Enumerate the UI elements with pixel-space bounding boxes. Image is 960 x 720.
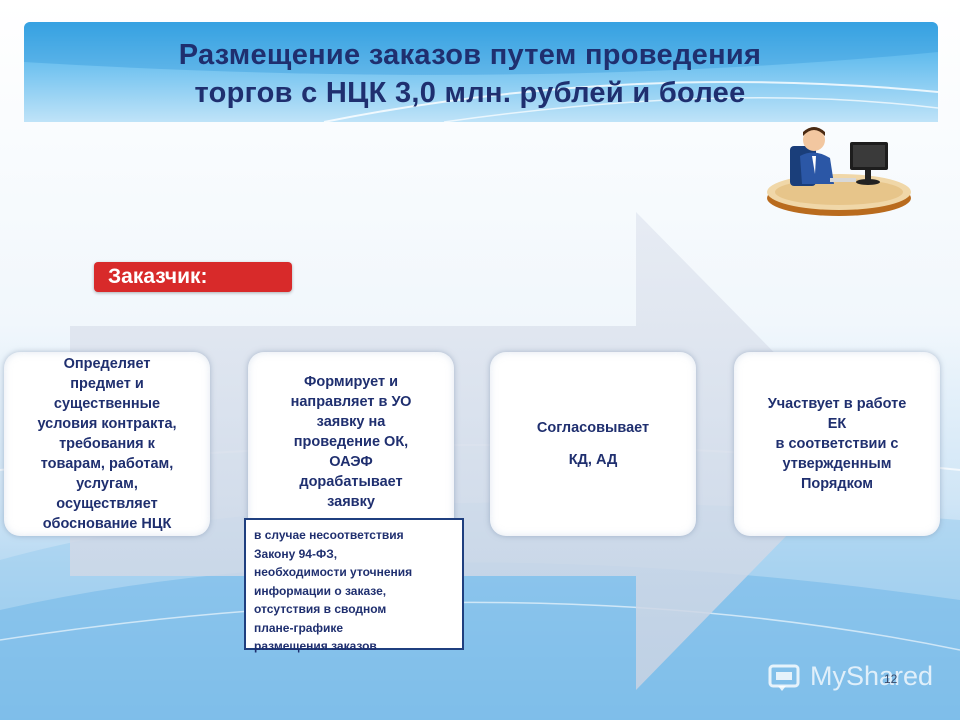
card-line: дорабатывает xyxy=(299,474,403,490)
title-line-2: торгов с НЦК 3,0 млн. рублей и более xyxy=(194,77,746,109)
note-line: размещения заказов xyxy=(254,639,377,653)
card-line xyxy=(537,438,649,450)
step-card-approve: Согласовывает КД, АД xyxy=(490,352,696,536)
title-band-swoosh xyxy=(24,22,938,122)
role-label-customer: Заказчик: xyxy=(94,262,292,292)
watermark: MyShared xyxy=(768,656,948,696)
note-line: необходимости уточнения xyxy=(254,565,413,579)
note-line: в случае несоответствия xyxy=(254,528,404,542)
step-card-form-request: Формирует и направляет в УО заявку на пр… xyxy=(248,352,454,536)
card-line: обоснование НЦК xyxy=(42,516,172,532)
card-line: ЕК xyxy=(827,416,847,432)
card-line: Определяет xyxy=(63,356,151,372)
card-line: Согласовывает xyxy=(536,420,650,436)
card-line: КД, АД xyxy=(568,452,618,468)
card-line: предмет и xyxy=(70,376,144,392)
card-line: существенные xyxy=(53,396,161,412)
card-line: проведение ОК, xyxy=(293,434,409,450)
card-line: осуществляет xyxy=(56,496,158,512)
card-line: заявку xyxy=(327,494,375,510)
card-line: в соответствии с xyxy=(775,436,899,452)
card-line: условия контракта, xyxy=(37,416,177,432)
title-line-1: Размещение заказов путем проведения xyxy=(178,39,762,71)
step-card-participate: Участвует в работе ЕК в соответствии с у… xyxy=(734,352,940,536)
card-line: Порядком xyxy=(800,476,874,492)
note-line: отсутствия в сводном xyxy=(254,602,387,616)
card-line: ОАЭФ xyxy=(329,454,373,470)
office-worker-icon xyxy=(767,127,911,216)
card-line: направляет в УО xyxy=(290,394,412,410)
card-line: товарам, работам, xyxy=(40,456,174,472)
slide-title: Размещение заказов путем проведения торг… xyxy=(0,36,940,112)
note-line: информации о заказе, xyxy=(254,583,387,598)
note-line: Закону 94-ФЗ, xyxy=(254,546,338,561)
revision-condition-note: в случае несоответствия Закону 94-ФЗ, не… xyxy=(244,518,464,653)
myshared-logo-icon xyxy=(768,664,800,691)
card-line: Формирует и xyxy=(304,374,398,390)
watermark-text: MyShared xyxy=(810,661,934,691)
step-card-define-subject: Определяет предмет и существенные услови… xyxy=(4,352,210,536)
card-line: услугам, xyxy=(76,476,138,492)
note-line: плане-графике xyxy=(254,620,344,635)
page-number: 12 xyxy=(884,672,898,686)
card-line: требования к xyxy=(59,436,155,452)
card-line: Участвует в работе xyxy=(767,396,907,412)
title-band xyxy=(24,22,938,122)
card-line: заявку на xyxy=(316,414,386,430)
card-line: утвержденным xyxy=(782,456,892,472)
